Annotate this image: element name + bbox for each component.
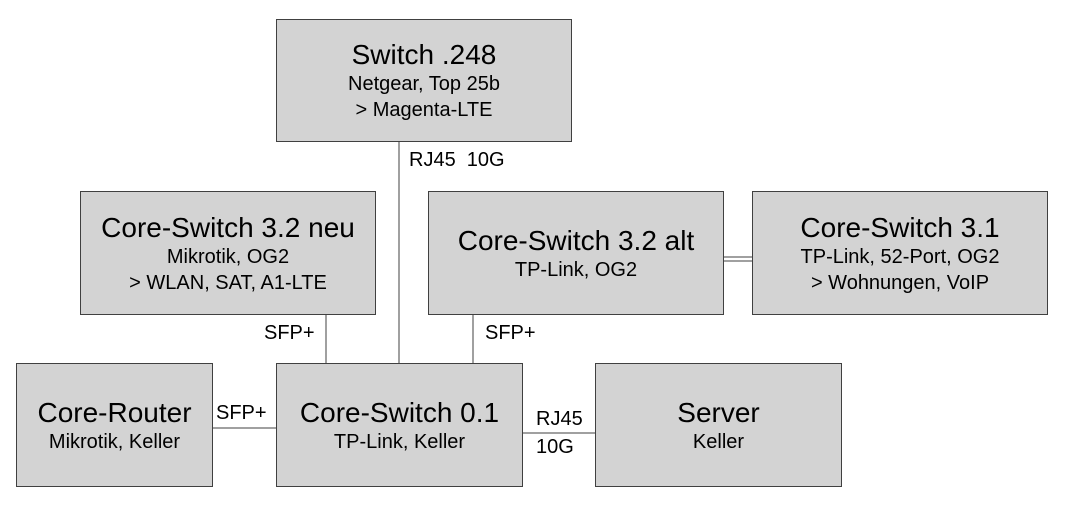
node-title: Server: [677, 396, 760, 428]
edge-label-rj45-10g-top: RJ45 10G: [409, 149, 505, 171]
node-title: Core-Switch 3.2 alt: [457, 224, 695, 256]
edge-label-sfp-alt: SFP+: [485, 322, 536, 344]
node-detail: TP-Link, Keller: [333, 430, 466, 453]
node-server: Server Keller: [595, 363, 842, 487]
node-detail: Mikrotik, Keller: [48, 430, 181, 453]
node-title: Core-Router: [37, 396, 192, 428]
node-detail: TP-Link, OG2: [514, 258, 638, 281]
node-detail: TP-Link, 52-Port, OG2: [800, 245, 1000, 268]
node-core-switch-01: Core-Switch 0.1 TP-Link, Keller: [276, 363, 523, 487]
node-detail: > Magenta-LTE: [355, 99, 493, 121]
edge-label-10g-server: 10G: [536, 436, 574, 458]
edge-label-rj45-server: RJ45: [536, 408, 583, 430]
node-title: Core-Switch 3.1: [800, 211, 1000, 243]
node-core-switch-31: Core-Switch 3.1 TP-Link, 52-Port, OG2 > …: [752, 191, 1048, 315]
edge-label-sfp-router: SFP+: [216, 402, 267, 424]
node-detail: Netgear, Top 25b: [348, 73, 500, 95]
node-core-router: Core-Router Mikrotik, Keller: [16, 363, 213, 487]
node-title: Core-Switch 0.1: [299, 396, 500, 428]
node-detail: Mikrotik, OG2: [166, 245, 290, 268]
edge-label-sfp-neu: SFP+: [264, 322, 315, 344]
node-detail: > Wohnungen, VoIP: [810, 271, 990, 294]
node-core-switch-32-neu: Core-Switch 3.2 neu Mikrotik, OG2 > WLAN…: [80, 191, 376, 315]
node-detail: Keller: [692, 430, 745, 453]
node-title: Core-Switch 3.2 neu: [101, 211, 355, 243]
node-switch-248: Switch .248 Netgear, Top 25b > Magenta-L…: [276, 19, 572, 142]
node-title: Switch .248: [351, 39, 497, 70]
node-detail: > WLAN, SAT, A1-LTE: [129, 271, 327, 294]
node-core-switch-32-alt: Core-Switch 3.2 alt TP-Link, OG2: [428, 191, 724, 315]
